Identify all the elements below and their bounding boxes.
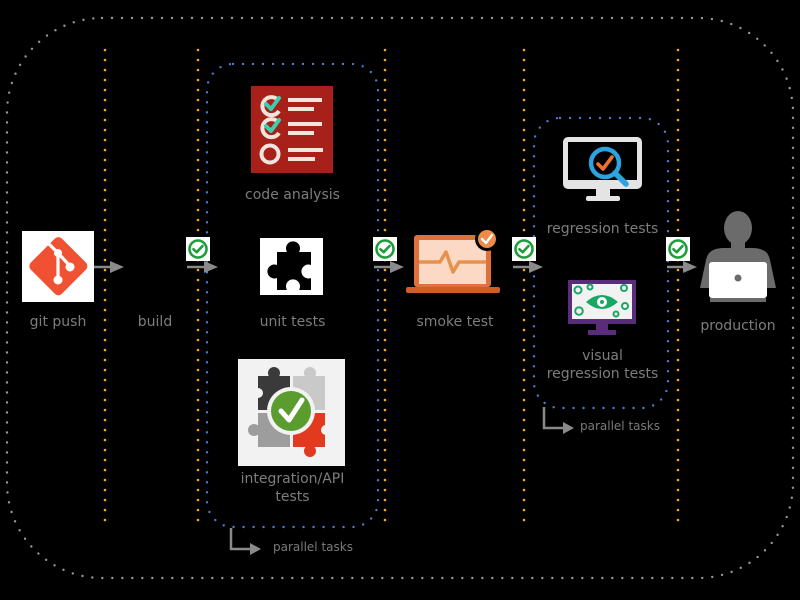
puzzle-piece-icon	[267, 241, 311, 290]
task-label-visual-line2: regression tests	[546, 366, 659, 382]
gate-check-smoke	[512, 237, 536, 261]
task-code-analysis	[251, 86, 333, 173]
task-label-integration-line1: integration/API	[240, 471, 345, 487]
stage-label-git-push: git push	[29, 314, 87, 330]
parallel-bracket-arrow-icon	[542, 407, 565, 430]
parallel-bracket-arrow-icon	[229, 528, 252, 551]
arrow-tests-smoke	[374, 261, 404, 273]
arrow-build-tests	[187, 261, 218, 273]
task-label-visual-line1: visual	[582, 348, 623, 364]
task-label-unit-tests: unit tests	[259, 314, 326, 330]
puzzle-check-icon	[248, 367, 331, 457]
gate-check-regression	[666, 237, 690, 261]
outer-pipeline-border	[5, 16, 795, 580]
task-regression-tests	[562, 136, 644, 202]
monitor-search-icon	[563, 137, 642, 201]
stage-production	[698, 210, 778, 305]
task-label-code-analysis: code analysis	[245, 187, 340, 203]
task-label-integration-line2: tests	[275, 489, 310, 505]
check-circle-icon	[668, 239, 688, 259]
arrow-gitpush-build	[94, 261, 124, 273]
parallel-tasks-note-tests: parallel tasks	[273, 540, 353, 554]
check-circle-icon	[375, 239, 395, 259]
parallel-tasks-note-regression: parallel tasks	[580, 419, 660, 433]
task-unit-tests	[260, 238, 323, 295]
monitor-eye-icon	[568, 280, 636, 335]
check-circle-icon	[188, 239, 208, 259]
stage-smoke-test	[405, 226, 501, 296]
checklist-icon	[259, 95, 323, 165]
laptop-heartbeat-icon	[406, 227, 500, 293]
gate-check-build	[186, 237, 210, 261]
arrow-smoke-regression	[513, 261, 543, 273]
stage-label-production: production	[700, 318, 776, 334]
task-visual-regression-tests	[568, 280, 636, 338]
user-laptop-icon	[700, 211, 776, 302]
task-integration-tests	[238, 359, 345, 466]
git-logo-icon	[29, 237, 88, 296]
gate-check-tests	[373, 237, 397, 261]
task-label-regression-tests: regression tests	[546, 221, 659, 237]
arrow-regression-production	[667, 261, 697, 273]
stage-label-smoke-test: smoke test	[416, 314, 494, 330]
check-circle-icon	[514, 239, 534, 259]
parallel-group-tests	[205, 62, 380, 529]
stage-git-push	[22, 231, 94, 302]
parallel-group-regression	[532, 116, 670, 410]
stage-label-build: build	[137, 314, 173, 330]
